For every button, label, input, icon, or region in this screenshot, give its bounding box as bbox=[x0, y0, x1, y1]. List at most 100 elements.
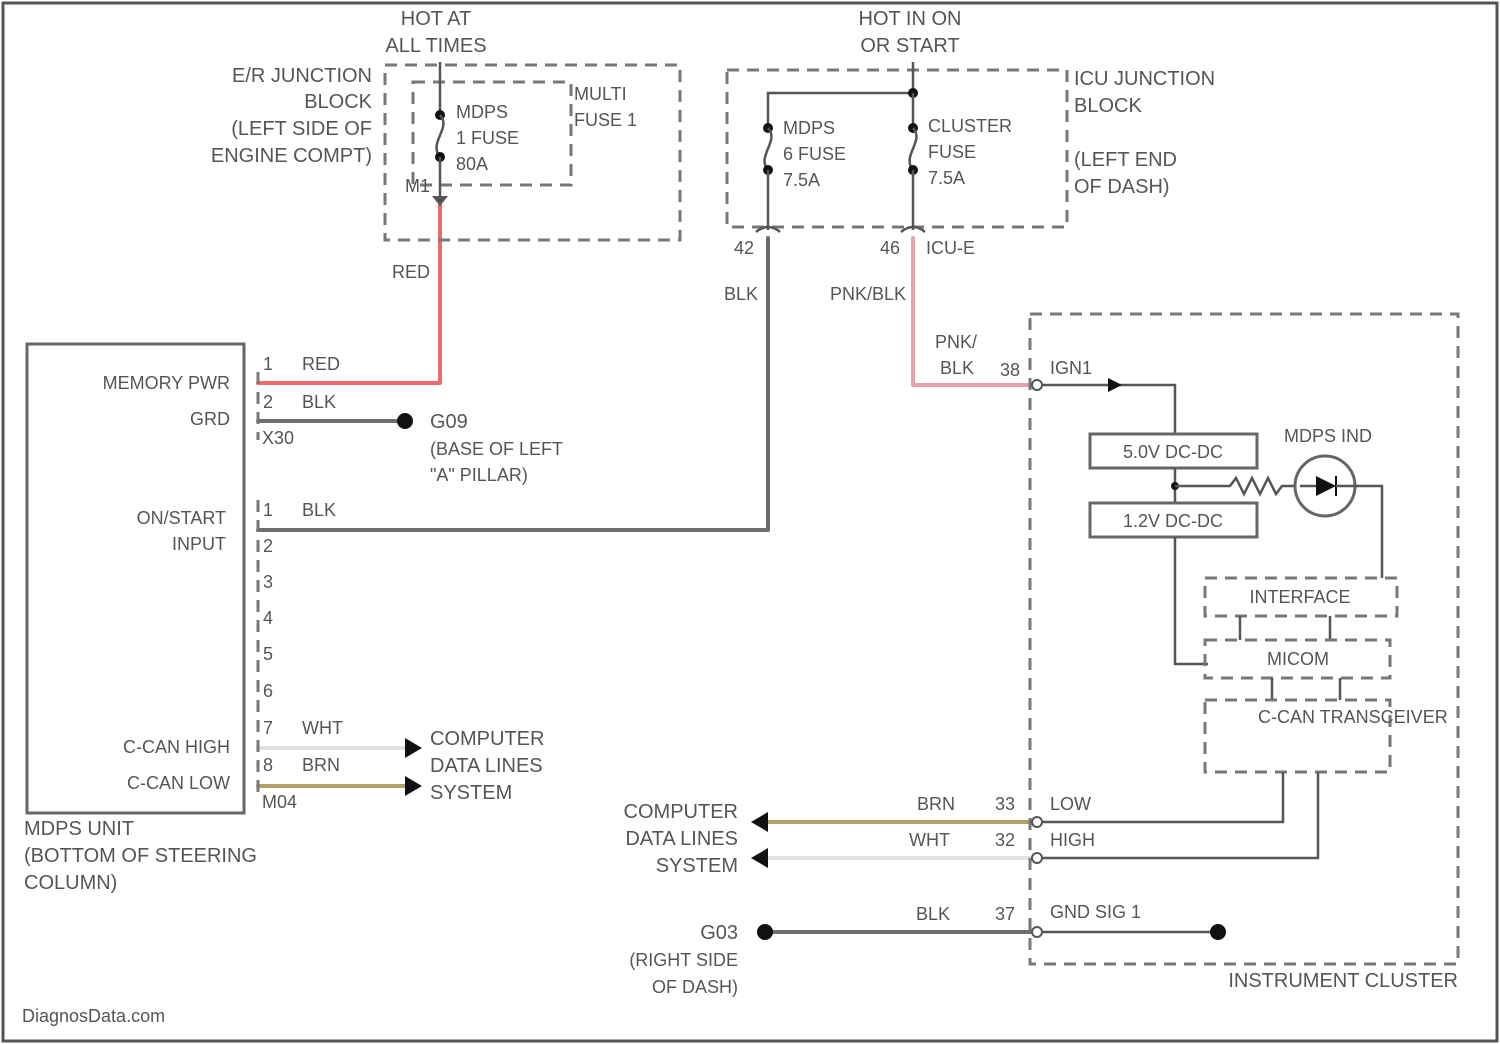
blk-wire-label-cluster-grd: BLK bbox=[916, 904, 950, 924]
computer-data-lines-right-2: DATA LINES bbox=[625, 828, 738, 850]
er-junction-label-1: E/R JUNCTION bbox=[232, 65, 372, 87]
ground-g03-location-2: OF DASH) bbox=[652, 977, 738, 997]
memory-pwr-label: MEMORY PWR bbox=[103, 373, 230, 393]
ground-g09-location-2: "A" PILLAR) bbox=[430, 465, 528, 485]
multi-fuse-label-1: MULTI bbox=[574, 84, 627, 104]
high-label: HIGH bbox=[1050, 830, 1095, 850]
watermark: DiagnosData.com bbox=[22, 1006, 165, 1026]
mdps-pin-5: 5 bbox=[263, 644, 273, 664]
mdps6-fuse-label-3: 7.5A bbox=[783, 170, 820, 190]
mdps-connector-m04: M04 bbox=[262, 792, 297, 812]
low-pin-icon bbox=[1032, 817, 1042, 827]
ground-g03-icon bbox=[757, 924, 773, 940]
computer-data-lines-right-3: SYSTEM bbox=[656, 855, 738, 877]
high-pin-icon bbox=[1032, 853, 1042, 863]
mdps-pin-3: 3 bbox=[263, 572, 273, 592]
computer-data-lines-label-3: SYSTEM bbox=[430, 782, 512, 804]
grd-label: GRD bbox=[190, 409, 230, 429]
pnk-wire-label-1: PNK/ bbox=[935, 332, 977, 352]
er-pin-m1: M1 bbox=[405, 176, 430, 196]
computer-data-lines-right-1: COMPUTER bbox=[624, 801, 738, 823]
ground-g09-name: G09 bbox=[430, 411, 468, 433]
ground-signal-icon bbox=[1210, 924, 1226, 940]
ground-g03-name: G03 bbox=[700, 922, 738, 944]
er-junction-label-4: ENGINE COMPT) bbox=[211, 145, 372, 167]
mdps-unit-caption-1: MDPS UNIT bbox=[24, 818, 134, 840]
mdps6-fuse-label-1: MDPS bbox=[783, 118, 835, 138]
mdps-pin-2: 2 bbox=[263, 536, 273, 556]
cluster-pin-37: 37 bbox=[995, 904, 1015, 924]
cluster-pin-33: 33 bbox=[995, 794, 1015, 814]
grd-pin-icon bbox=[1032, 927, 1042, 937]
on-start-label-2: INPUT bbox=[172, 534, 226, 554]
resistor-icon bbox=[1175, 478, 1300, 494]
ground-g09-icon bbox=[397, 413, 413, 429]
instrument-cluster: INSTRUMENT CLUSTER 38 IGN1 5.0V DC-DC 1.… bbox=[995, 314, 1458, 992]
arrow-left-icon bbox=[751, 812, 768, 832]
mdps-pin-6: 6 bbox=[263, 681, 273, 701]
fuse-cluster-icon bbox=[910, 128, 917, 170]
cluster-caption: INSTRUMENT CLUSTER bbox=[1228, 970, 1458, 992]
icu-junction-label-2: BLOCK bbox=[1074, 95, 1142, 117]
mdps-unit: MEMORY PWR GRD ON/START INPUT C-CAN HIGH… bbox=[24, 344, 297, 894]
mdps-fuse-label-3: 80A bbox=[456, 154, 488, 174]
low-label: LOW bbox=[1050, 794, 1091, 814]
on-start-label-1: ON/START bbox=[137, 508, 226, 528]
fuse-mdps6-icon bbox=[765, 128, 772, 170]
cluster-pin-38: 38 bbox=[1000, 360, 1020, 380]
wht-wire-label-mdps: WHT bbox=[302, 718, 343, 738]
arrow-right-icon bbox=[405, 776, 422, 796]
ign1-arrow-icon bbox=[1108, 378, 1122, 392]
grd-sig-label: GND SIG 1 bbox=[1050, 902, 1141, 922]
dc-dc-12v-label: 1.2V DC-DC bbox=[1123, 511, 1223, 531]
fuse-80a-icon bbox=[437, 115, 444, 157]
ign1-pin-icon bbox=[1032, 380, 1042, 390]
icu-junction-label-1: ICU JUNCTION bbox=[1074, 68, 1215, 90]
mdps-pin-7: 7 bbox=[263, 718, 273, 738]
cluster-fuse-label-2: FUSE bbox=[928, 142, 976, 162]
c-can-low-label: C-CAN LOW bbox=[127, 773, 230, 793]
mdps-pin-1: 1 bbox=[263, 500, 273, 520]
mdps-unit-caption-3: COLUMN) bbox=[24, 872, 117, 894]
pnk-wire-label-2: BLK bbox=[940, 358, 974, 378]
er-junction-label-3: (LEFT SIDE OF bbox=[231, 118, 372, 140]
er-junction-block: E/R JUNCTION BLOCK (LEFT SIDE OF ENGINE … bbox=[211, 62, 680, 240]
blk-wire-label-icu: BLK bbox=[724, 284, 758, 304]
ground-g03-location-1: (RIGHT SIDE bbox=[629, 950, 738, 970]
connector-m1-icon bbox=[432, 196, 448, 206]
mdps-pin-4: 4 bbox=[263, 608, 273, 628]
icu-pin-42: 42 bbox=[734, 238, 754, 258]
hot-at-all-times-label-2: ALL TIMES bbox=[385, 35, 486, 57]
hot-in-on-label-1: HOT IN ON bbox=[859, 8, 962, 30]
red-wire-label-mdps: RED bbox=[302, 354, 340, 374]
micom-label: MICOM bbox=[1267, 649, 1329, 669]
cluster-outline bbox=[1030, 314, 1458, 964]
computer-data-lines-label-2: DATA LINES bbox=[430, 755, 543, 777]
icu-connector-label: ICU-E bbox=[926, 238, 975, 258]
icu-junction-label-4: OF DASH) bbox=[1074, 176, 1170, 198]
multi-fuse-label-2: FUSE 1 bbox=[574, 110, 637, 130]
ground-g09-location-1: (BASE OF LEFT bbox=[430, 439, 563, 459]
mdps-connector-x30: X30 bbox=[262, 428, 294, 448]
er-junction-outline bbox=[385, 65, 680, 240]
cluster-fuse-label-3: 7.5A bbox=[928, 168, 965, 188]
red-wire bbox=[258, 205, 440, 383]
icu-junction-label-3: (LEFT END bbox=[1074, 149, 1177, 171]
hot-at-all-times-label-1: HOT AT bbox=[401, 8, 471, 30]
mdps-pin-top-2: 2 bbox=[263, 392, 273, 412]
pnk-blk-wire-label: PNK/BLK bbox=[830, 284, 906, 304]
wht-wire-label-cluster: WHT bbox=[909, 830, 950, 850]
cluster-pin-32: 32 bbox=[995, 830, 1015, 850]
mdps-pin-top-1: 1 bbox=[263, 354, 273, 374]
brn-wire-label-cluster: BRN bbox=[917, 794, 955, 814]
icu-junction-block: ICU JUNCTION BLOCK (LEFT END OF DASH) MD… bbox=[727, 62, 1215, 258]
mdps-ind-label: MDPS IND bbox=[1284, 426, 1372, 446]
transceiver-label: C-CAN TRANSCEIVER bbox=[1258, 707, 1448, 727]
mdps-unit-caption-2: (BOTTOM OF STEERING bbox=[24, 845, 257, 867]
arrow-left-icon bbox=[751, 848, 768, 868]
cluster-fuse-label-1: CLUSTER bbox=[928, 116, 1012, 136]
mdps-pin-8: 8 bbox=[263, 755, 273, 775]
c-can-high-label: C-CAN HIGH bbox=[123, 737, 230, 757]
dc-dc-5v-label: 5.0V DC-DC bbox=[1123, 442, 1223, 462]
red-wire-label: RED bbox=[392, 262, 430, 282]
